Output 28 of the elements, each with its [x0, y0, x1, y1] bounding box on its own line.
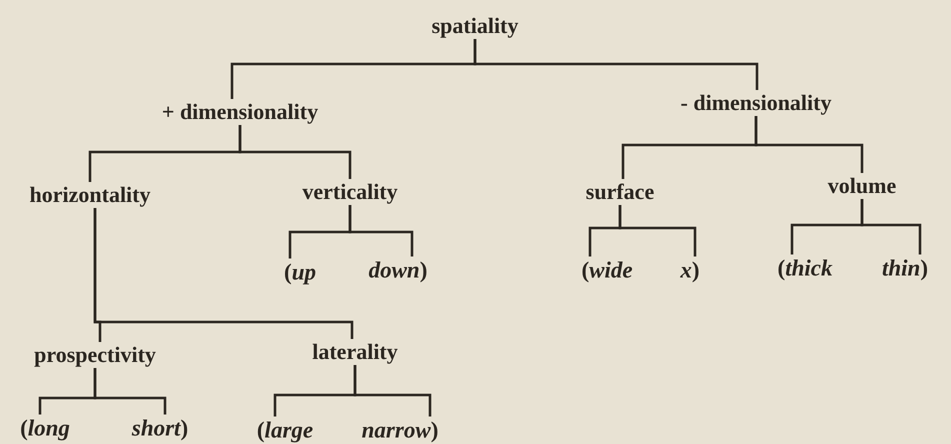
category-term: verticality [300, 180, 400, 204]
category-term: - dimensionality [678, 90, 834, 116]
leaf-term: down) [366, 257, 430, 283]
category-term: spatiality [430, 14, 520, 38]
leaf-term: short) [130, 415, 190, 441]
tree-bracket-line [474, 39, 758, 90]
leaf-term: (wide [579, 257, 635, 283]
leaf-term: thin) [880, 255, 930, 281]
category-term: horizontality [28, 182, 152, 208]
leaf-term: x) [678, 257, 702, 283]
tree-bracket-line [348, 205, 414, 256]
leaf-term: (thick [776, 255, 834, 281]
category-term: + dimensionality [160, 100, 320, 124]
tree-bracket-line [94, 208, 354, 339]
leaf-term: (large [254, 417, 316, 443]
tree-bracket-line [618, 205, 696, 256]
tree-bracket-line [754, 116, 864, 173]
tree-bracket-line [94, 368, 166, 414]
category-term: volume [826, 174, 898, 198]
tree-bracket-line [354, 365, 432, 416]
category-term: laterality [310, 340, 400, 364]
leaf-term: narrow) [360, 417, 440, 443]
tree-bracket-line [860, 199, 922, 254]
leaf-term: (up [282, 259, 318, 285]
category-term: surface [584, 180, 656, 204]
leaf-term: (long [18, 415, 72, 441]
tree-bracket-line [238, 125, 352, 179]
category-term: prospectivity [32, 342, 158, 368]
